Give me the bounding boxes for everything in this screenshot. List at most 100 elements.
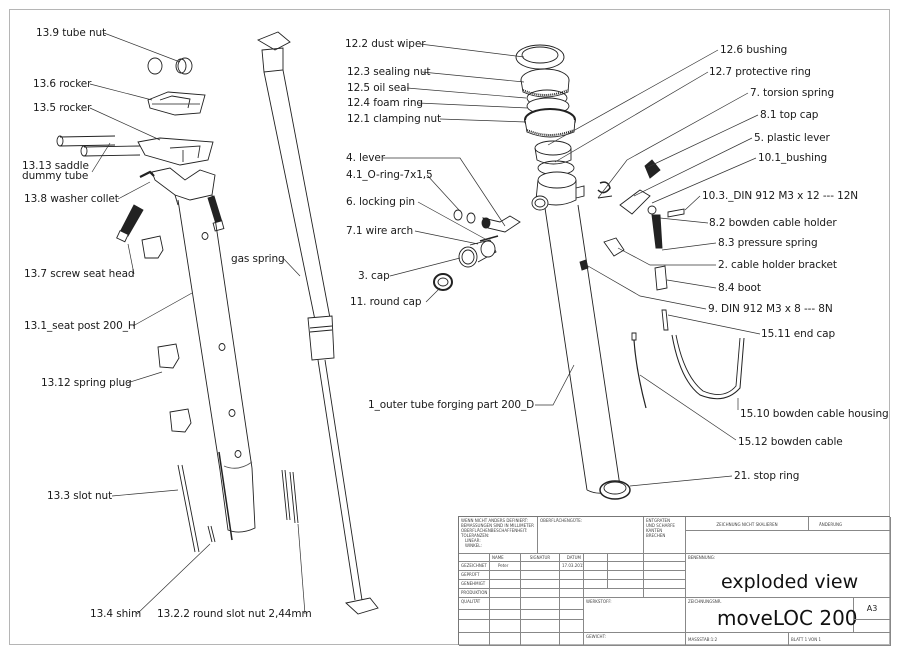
- label-torsion-spring: 7. torsion spring: [750, 87, 835, 99]
- cap-parts: [458, 235, 499, 268]
- rocker-13-6: [147, 91, 206, 116]
- grid-blank: [459, 620, 490, 633]
- shim: [207, 525, 216, 543]
- grid-blank: [521, 610, 560, 620]
- row-date: [560, 589, 584, 598]
- label-tube-nut: 13.9 tube nut: [36, 27, 107, 39]
- row-role: GEPRÜFT: [459, 571, 490, 580]
- note-line: ENTGRATEN: [646, 518, 671, 523]
- row-signature: [521, 589, 560, 598]
- grid-blank: [560, 620, 584, 633]
- row-name: [490, 598, 521, 610]
- row-signature: [521, 562, 560, 571]
- grid-blank: [584, 562, 608, 571]
- row-date: [560, 598, 584, 610]
- screw-right: [207, 195, 225, 232]
- note-line: OBERFLÄCHENBESCHAFFENHEIT:: [461, 528, 528, 533]
- sheet-format: A3: [854, 598, 891, 620]
- grid-blank: [459, 633, 490, 646]
- grid-blank: [560, 633, 584, 646]
- revision: ÄNDERUNG: [809, 517, 891, 531]
- label-cable-holder-bracket: 2. cable holder bracket: [718, 259, 837, 271]
- label-cap: 3. cap: [358, 270, 390, 282]
- row-name: [490, 589, 521, 598]
- label-pressure-spring: 8.3 pressure spring: [718, 237, 818, 249]
- grid-blank: [644, 580, 686, 589]
- grid-blank: [608, 554, 644, 562]
- title-block: WENN NICHT ANDERS DEFINIERT: BEMASSUNGEN…: [458, 516, 891, 646]
- grid-blank: [644, 554, 686, 562]
- note-line: WINKEL:: [465, 543, 482, 548]
- row-role: QUALITÄT: [459, 598, 490, 610]
- label-din-m3x8: 9. DIN 912 M3 x 8 --- 8N: [708, 303, 833, 315]
- row-role: GENEHMIGT: [459, 580, 490, 589]
- drawing-frame: [9, 9, 890, 645]
- grid-blank: [560, 610, 584, 620]
- leader-lines: [89, 32, 761, 615]
- grid-blank: [490, 610, 521, 620]
- row-date: [560, 571, 584, 580]
- row-name: [490, 580, 521, 589]
- tolerance-note: WENN NICHT ANDERS DEFINIERT: BEMASSUNGEN…: [459, 517, 538, 554]
- label-outer-tube: 1_outer tube forging part 200_D: [368, 399, 535, 411]
- designation-label: BENENNUNG:: [688, 555, 716, 560]
- drawing-number: moveLOC 200: [717, 606, 858, 630]
- label-dust-wiper: 12.2 dust wiper: [345, 38, 426, 50]
- grid-blank: [490, 633, 521, 646]
- label-washer-collet: 13.8 washer collet: [24, 193, 119, 205]
- grid-blank: [644, 589, 686, 598]
- label-protective-ring: 12.7 protective ring: [709, 66, 811, 78]
- do-not-scale: ZEICHNUNG NICHT SKALIEREN: [686, 517, 809, 531]
- label-locking-pin: 6. locking pin: [346, 196, 415, 208]
- label-boot: 8.4 boot: [718, 282, 761, 294]
- label-screw-seat-head: 13.7 screw seat head: [24, 268, 135, 280]
- seat-post-tube: [177, 197, 256, 541]
- note-line: TOLERANZEN:: [461, 533, 490, 538]
- label-bowden-cable-housing: 15.10 bowden cable housing: [740, 408, 889, 420]
- label-rocker-13-5: 13.5 rocker: [33, 102, 92, 114]
- saddle-dummy-tubes: [56, 135, 141, 157]
- slot-nut: [177, 464, 200, 553]
- designation-field: BENENNUNG:: [686, 554, 891, 598]
- note-line: LINEAR:: [465, 538, 481, 543]
- header-date: DATUM: [560, 554, 584, 562]
- label-din-m3x12: 10.3._DIN 912 M3 x 12 --- 12N: [702, 190, 859, 202]
- label-oil-seal: 12.5 oil seal: [347, 82, 410, 94]
- label-clamping-nut: 12.1 clamping nut: [347, 113, 442, 125]
- header-name: NAME: [490, 554, 521, 562]
- grid-blank: [608, 571, 644, 580]
- scale-field: MASSSTAB:1:2: [686, 633, 789, 646]
- label-round-slot-nut: 13.2.2 round slot nut 2,44mm: [157, 608, 312, 620]
- header-signature: SIGNATUR: [521, 554, 560, 562]
- drawing-number-label: ZEICHNUNGSNR.: [688, 599, 722, 604]
- label-bowden-cable: 15.12 bowden cable: [738, 436, 843, 448]
- tube-nut-parts: [147, 57, 193, 75]
- bowden-cable-housing: [631, 332, 745, 409]
- grid-blank: [854, 620, 891, 633]
- note-line: KANTEN: [646, 528, 663, 533]
- revision-area: [686, 531, 891, 554]
- label-saddle-dummy-tube-2: dummy tube: [22, 170, 89, 182]
- lever-parts: [453, 209, 521, 233]
- note-line: BRECHEN: [646, 533, 666, 538]
- label-end-cap: 15.11 end cap: [761, 328, 836, 340]
- grid-blank: [490, 620, 521, 633]
- label-wire-arch: 7.1 wire arch: [346, 225, 414, 237]
- label-o-ring: 4.1_O-ring-7x1,5: [346, 169, 433, 181]
- drawing-title: exploded view: [721, 571, 859, 593]
- label-bowden-cable-holder: 8.2 bowden cable holder: [709, 217, 837, 229]
- stop-ring: [599, 480, 631, 500]
- round-slot-nuts: [281, 469, 299, 524]
- drawing-number-field: ZEICHNUNGSNR.: [686, 598, 854, 633]
- rocker-13-5: [137, 137, 214, 166]
- label-seat-post: 13.1_seat post 200_H: [24, 320, 136, 332]
- label-lever: 4. lever: [346, 152, 385, 164]
- note-line: BEMASSUNGEN SIND IN MILLIMETER: [461, 523, 534, 528]
- label-saddle-dummy-tube-1: 13.13 saddle: [22, 160, 89, 172]
- note-line: UND SCHARFE: [646, 523, 675, 528]
- label-slot-nut: 13.3 slot nut: [47, 490, 113, 502]
- note-line: WENN NICHT ANDERS DEFINIERT:: [461, 518, 528, 523]
- seat-post-head: [151, 167, 216, 206]
- grid-blank: [644, 562, 686, 571]
- label-top-cap: 8.1 top cap: [760, 109, 819, 121]
